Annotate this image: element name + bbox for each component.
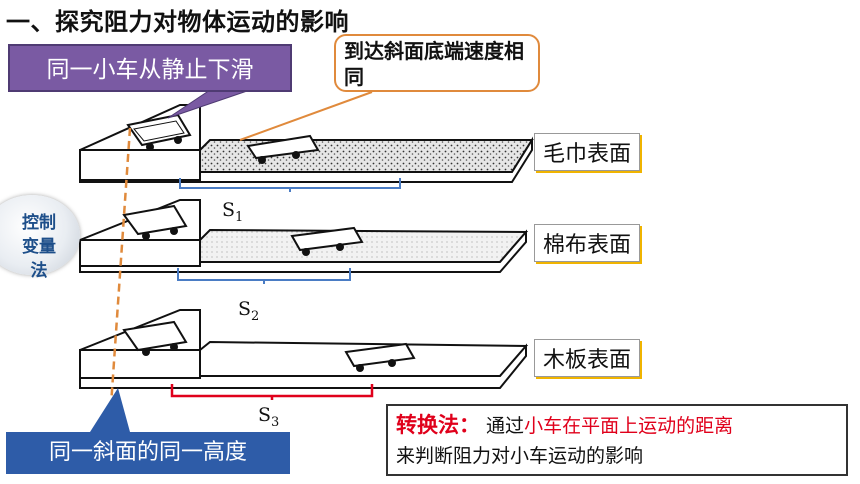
- label-towel-surface: 毛巾表面: [534, 133, 641, 171]
- cart-top-1: [126, 113, 192, 151]
- blue-callout-pointer: [90, 388, 130, 432]
- distance-label-s3: S3: [258, 404, 280, 430]
- conversion-keyword: 转换法：: [396, 413, 480, 437]
- conclusion-text-a: 通过: [486, 415, 525, 437]
- conclusion-highlight: 小车在平面上运动的距离: [524, 415, 734, 437]
- callout-same-cart: 同一小车从静止下滑: [8, 44, 292, 92]
- track-towel: [79, 104, 534, 183]
- conversion-method-box: 转换法： 通过小车在平面上运动的距离 来判断阻力对小车运动的影响: [386, 404, 848, 476]
- distance-label-s2: S2: [238, 298, 260, 324]
- distance-brace-1: [179, 178, 401, 192]
- label-cotton-surface: 棉布表面: [534, 224, 641, 262]
- conclusion-text-b: 来判断阻力对小车运动的影响: [396, 445, 644, 467]
- distance-brace-3: [170, 384, 374, 400]
- cart-stop-3: [344, 342, 416, 372]
- orange-callout-pointer: [239, 91, 373, 141]
- cart-stop-2: [290, 226, 364, 256]
- cart-stop-1: [246, 134, 320, 164]
- cart-top-2: [122, 204, 188, 240]
- callout-same-speed: 到达斜面底端速度相同: [334, 34, 540, 92]
- callout-same-height: 同一斜面的同一高度: [6, 432, 290, 474]
- same-height-guide: [108, 127, 132, 421]
- label-wood-surface: 木板表面: [534, 339, 641, 377]
- control-variable-badge: 控制变量法: [0, 195, 80, 281]
- distance-label-s1: S1: [222, 199, 244, 225]
- track-cotton: [79, 199, 529, 273]
- page-title: 一、探究阻力对物体运动的影响: [6, 8, 349, 36]
- cart-top-3: [122, 320, 188, 356]
- distance-brace-2: [177, 268, 351, 284]
- method-text: 控制变量法: [22, 213, 56, 281]
- track-wood: [79, 309, 529, 389]
